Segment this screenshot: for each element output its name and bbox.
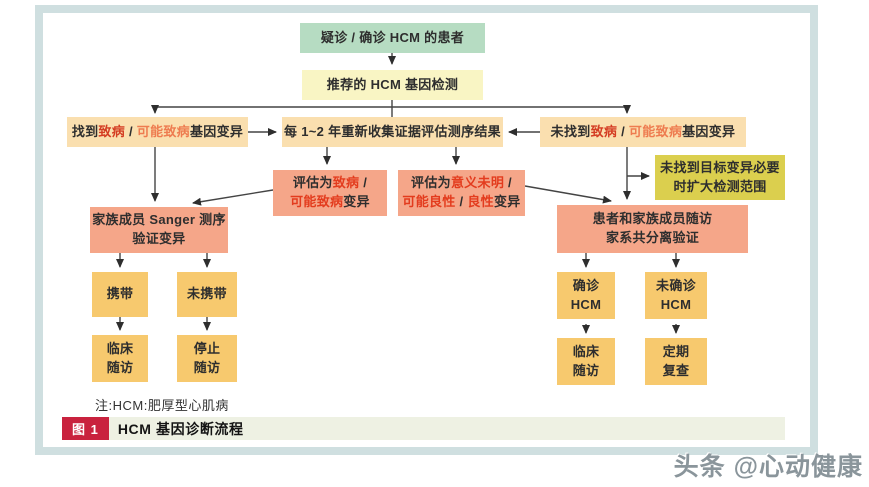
node-eval-pathogenic: 评估为致病 / 可能致病变异 <box>273 170 387 216</box>
node-variant-found-suffix: 基因变异 <box>189 123 244 139</box>
node-reassess: 每 1~2 年重新收集证据评估测序结果 <box>282 117 503 147</box>
node-variant-not-found: 未找到致病 / 可能致病基因变异 <box>540 117 746 147</box>
node-periodic-review: 定期 复查 <box>645 338 707 385</box>
node-expand-testing-line2: 时扩大检测范围 <box>673 178 767 194</box>
node-clinical-followup-right: 临床 随访 <box>557 338 615 385</box>
node-carrier-label: 携带 <box>106 286 134 302</box>
node-carrier: 携带 <box>92 272 148 317</box>
node-eval-uncertain-line2: 可能良性 / 良性变异 <box>402 194 521 209</box>
node-variant-found-text: 找到 <box>71 123 99 139</box>
node-confirmed-hcm: 确诊 HCM <box>557 272 615 319</box>
figure-caption-title: HCM 基因诊断流程 <box>117 420 244 437</box>
node-stop-followup: 停止 随访 <box>177 335 237 382</box>
node-unconfirmed-hcm: 未确诊 HCM <box>645 272 707 319</box>
node-variant-found: 找到致病 / 可能致病基因变异 <box>67 117 248 147</box>
node-variant-not-found-pathogenic: 致病 <box>590 123 618 139</box>
node-family-followup-line2: 家系共分离验证 <box>605 230 700 245</box>
node-sanger-verify-line1: 家族成员 Sanger 测序 <box>92 212 226 228</box>
node-reassess-label: 每 1~2 年重新收集证据评估测序结果 <box>284 123 501 139</box>
node-clinical-followup-left: 临床 随访 <box>92 335 148 382</box>
node-patient-label: 疑诊 / 确诊 HCM 的患者 <box>320 29 465 45</box>
node-family-followup-line1: 患者和家族成员随访 <box>592 211 713 227</box>
figure-caption-bar: 图 1 HCM 基因诊断流程 <box>62 417 785 440</box>
node-variant-found-slash: / <box>125 123 137 139</box>
node-gene-test-label: 推荐的 HCM 基因检测 <box>326 76 459 92</box>
node-sanger-verify-line2: 验证变异 <box>132 231 186 246</box>
node-expand-testing: 未找到目标变异必要 时扩大检测范围 <box>655 155 785 200</box>
footnote: 注:HCM:肥厚型心肌病 <box>95 398 229 413</box>
node-eval-pathogenic-line2: 可能致病变异 <box>290 194 370 209</box>
node-non-carrier-label: 未携带 <box>187 286 227 302</box>
node-variant-not-found-text: 未找到 <box>550 123 591 139</box>
node-variant-found-likely: 可能致病 <box>136 123 190 139</box>
node-variant-found-pathogenic: 致病 <box>98 123 126 139</box>
node-non-carrier: 未携带 <box>177 272 237 317</box>
node-eval-pathogenic-line1: 评估为致病 / <box>292 175 368 191</box>
node-expand-testing-line1: 未找到目标变异必要 <box>660 159 780 175</box>
node-variant-not-found-suffix: 基因变异 <box>682 123 736 139</box>
node-sanger-verify: 家族成员 Sanger 测序 验证变异 <box>90 207 228 253</box>
node-gene-test: 推荐的 HCM 基因检测 <box>302 70 483 100</box>
node-variant-not-found-slash: / <box>617 123 629 139</box>
node-family-followup: 患者和家族成员随访 家系共分离验证 <box>557 205 748 253</box>
node-variant-not-found-likely: 可能致病 <box>628 123 683 139</box>
node-patient: 疑诊 / 确诊 HCM 的患者 <box>300 23 485 53</box>
node-eval-uncertain: 评估为意义未明 / 可能良性 / 良性变异 <box>398 170 525 216</box>
figure-number-badge: 图 1 <box>62 417 109 440</box>
toutiao-watermark: 头条 @心动健康 <box>673 453 863 481</box>
node-eval-uncertain-line1: 评估为意义未明 / <box>411 175 512 191</box>
